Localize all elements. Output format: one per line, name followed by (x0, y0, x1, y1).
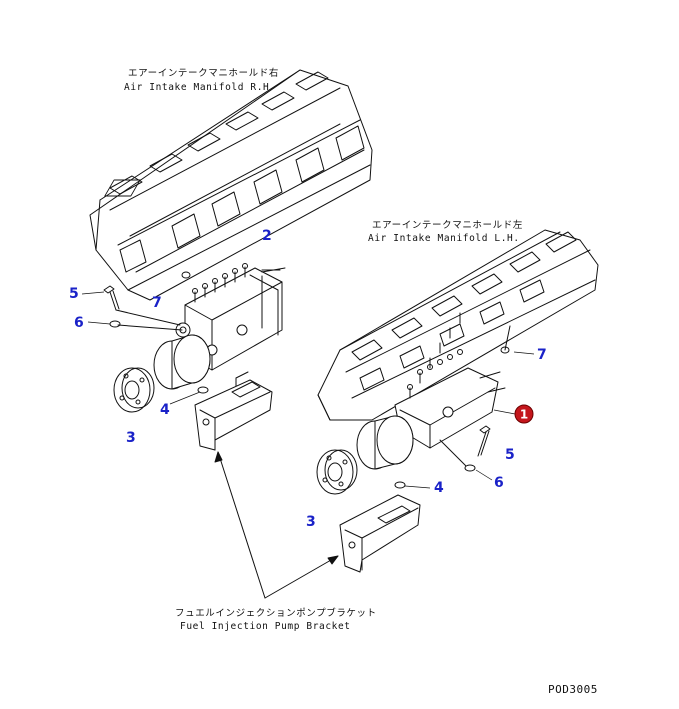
fuel-injection-pump-left (175, 263, 286, 371)
callout-7-left: 7 (152, 295, 162, 311)
washer-left-6 (109, 320, 121, 328)
pump-bracket-right (339, 494, 421, 573)
coupling-left (113, 367, 155, 413)
callout-5-right: 5 (505, 447, 515, 463)
washer-left-4 (197, 386, 209, 394)
callout-4-left: 4 (160, 402, 170, 418)
callout-5-left: 5 (69, 286, 79, 302)
leader-left-5-to-pump (115, 309, 181, 326)
bolt-left (103, 285, 120, 311)
callout-6-right: 6 (494, 475, 504, 491)
bolt-right (477, 425, 491, 457)
timer-drum-left (153, 334, 211, 390)
bracket-caption-jp: フュエルインジェクションポンプブラケット (175, 607, 377, 619)
washer-left-7 (181, 271, 191, 279)
manifold-rh-caption-en: Air Intake Manifold R.H. (124, 82, 276, 93)
callout-1-badge: 1 (514, 404, 534, 424)
callout-3-left: 3 (126, 430, 136, 446)
pump-bracket-left (194, 371, 273, 451)
leader-right-7-to-manifold (504, 325, 511, 351)
washer-right-4 (394, 481, 406, 489)
bracket-caption-arrows (214, 451, 339, 599)
air-intake-manifold-lh (317, 229, 599, 421)
air-intake-manifold-rh (89, 69, 373, 301)
callout-7-right: 7 (537, 347, 547, 363)
callout-2-left: 2 (262, 228, 272, 244)
callout-3-right: 3 (306, 514, 316, 530)
timer-drum-right (356, 415, 414, 470)
manifold-lh-caption-en: Air Intake Manifold L.H. (368, 233, 520, 244)
manifold-lh-caption-jp: エアーインテークマニホールド左 (372, 219, 523, 231)
callout-1-right: 1 (520, 408, 528, 422)
callout-6-left: 6 (74, 315, 84, 331)
callout-leaders (81, 291, 535, 489)
coupling-right (316, 449, 358, 495)
washer-right-6 (464, 464, 476, 472)
manifold-rh-caption-jp: エアーインテークマニホールド右 (128, 67, 279, 79)
callout-4-right: 4 (434, 480, 444, 496)
bracket-caption-en: Fuel Injection Pump Bracket (180, 621, 351, 632)
leader-left-6-to-pump (117, 324, 183, 331)
drawing-code: POD3005 (548, 683, 598, 696)
